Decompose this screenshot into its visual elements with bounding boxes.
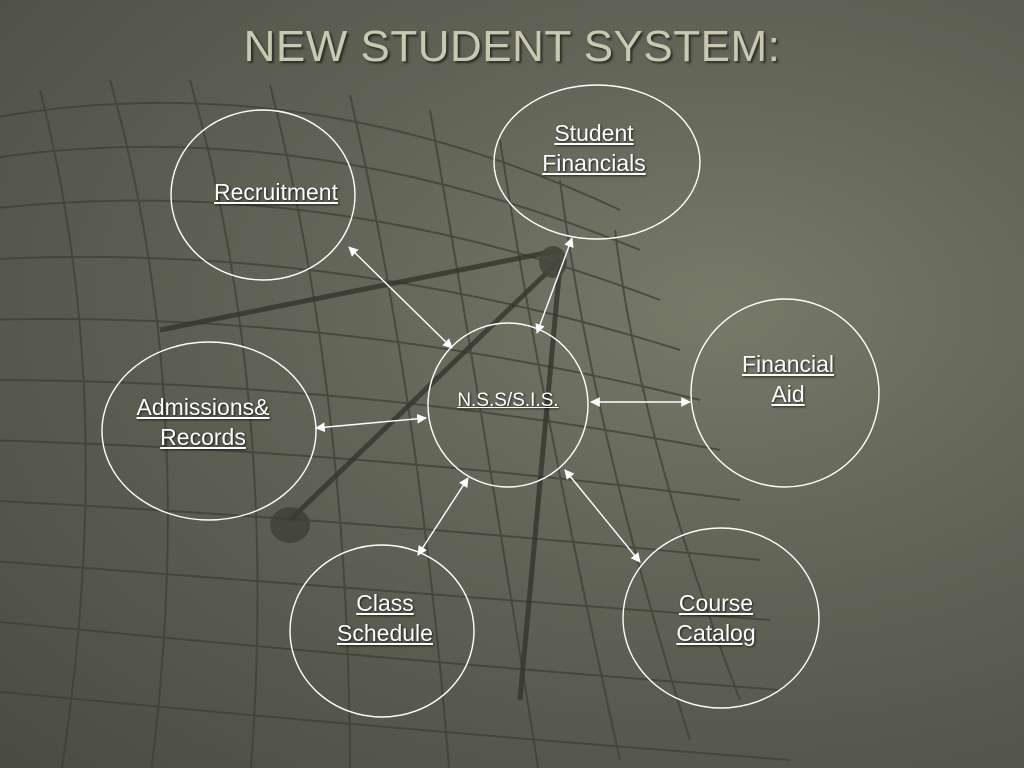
admissions-records-node-label: Admissions& Records	[103, 392, 303, 452]
financial-aid-circle	[690, 298, 880, 488]
student-financials-circle	[493, 84, 701, 240]
student-financials-node-label: Student Financials	[494, 118, 694, 178]
financial-aid-line1: Financial	[741, 351, 835, 377]
course-catalog-circle	[622, 527, 820, 709]
slide-title: NEW STUDENT SYSTEM:	[243, 22, 781, 71]
course-catalog-node-label: Course Catalog	[616, 588, 816, 648]
arrow-center-admissions	[315, 413, 427, 433]
course-catalog-line2: Catalog	[676, 620, 756, 646]
student-financials-line2: Financials	[542, 150, 646, 176]
financial-aid-node-label: Financial Aid	[688, 349, 888, 409]
class-schedule-line2: Schedule	[337, 620, 433, 646]
admissions-records-line1: Admissions&	[136, 394, 270, 420]
arrow-center-recruitment	[348, 246, 453, 349]
center-circle	[427, 322, 589, 488]
class-schedule-node-label: Class Schedule	[285, 588, 485, 648]
center-node-text: N.S.S/S.I.S.	[457, 390, 559, 411]
arrow-center-course-catalog	[564, 469, 641, 563]
admissions-records-line2: Records	[160, 424, 246, 450]
financial-aid-line2: Aid	[771, 381, 805, 407]
recruitment-circle	[170, 109, 356, 281]
course-catalog-line1: Course	[678, 590, 754, 616]
class-schedule-circle	[289, 544, 475, 718]
arrow-center-student-financials	[535, 237, 574, 334]
recruitment-node-label: Recruitment	[176, 177, 376, 207]
arrow-center-class-schedule	[417, 477, 469, 556]
recruitment-text: Recruitment	[214, 179, 338, 205]
center-node-label: N.S.S/S.I.S.	[428, 389, 588, 413]
student-financials-line1: Student	[554, 120, 634, 146]
class-schedule-line1: Class	[356, 590, 414, 616]
